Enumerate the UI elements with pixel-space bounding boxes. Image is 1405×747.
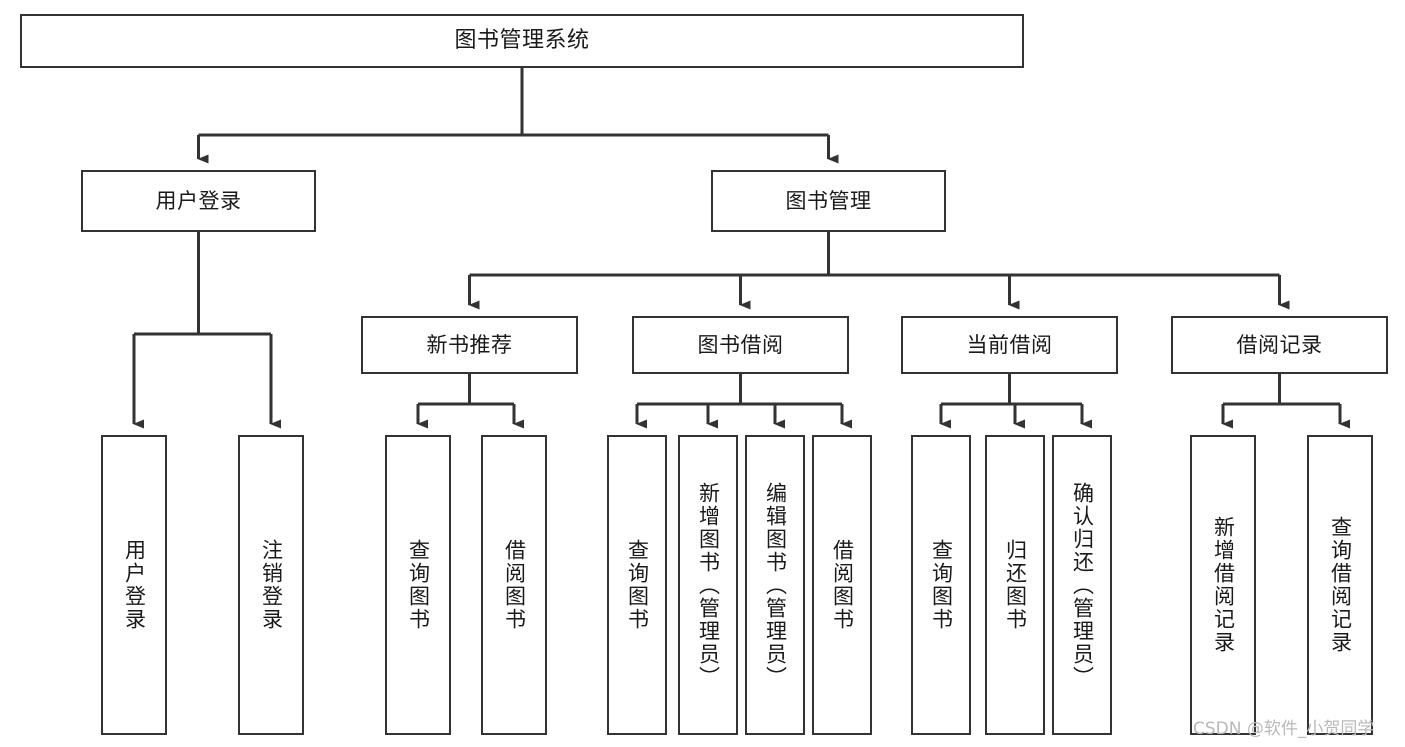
- node-label: 确认归还（管理员）: [1070, 481, 1095, 689]
- node-root[interactable]: 图书管理系统: [20, 14, 1024, 68]
- node-l_query2[interactable]: 查询图书: [607, 435, 667, 735]
- node-label: 图书管理: [785, 188, 872, 213]
- node-label: 新增图书（管理员）: [696, 481, 721, 689]
- node-borrow[interactable]: 图书借阅: [632, 316, 849, 374]
- node-l_return[interactable]: 归还图书: [985, 435, 1045, 735]
- node-l_logout[interactable]: 注销登录: [238, 435, 304, 735]
- node-label: 归还图书: [1003, 539, 1028, 631]
- node-label: 查询借阅记录: [1328, 516, 1353, 654]
- node-l_edit[interactable]: 编辑图书（管理员）: [745, 435, 805, 735]
- node-l_queryrec[interactable]: 查询借阅记录: [1307, 435, 1373, 735]
- node-label: 查询图书: [929, 539, 954, 631]
- node-current[interactable]: 当前借阅: [901, 316, 1118, 374]
- node-label: 编辑图书（管理员）: [763, 481, 788, 689]
- node-l_query3[interactable]: 查询图书: [911, 435, 971, 735]
- node-label: 借阅图书: [830, 539, 855, 631]
- node-records[interactable]: 借阅记录: [1171, 316, 1388, 374]
- node-label: 借阅图书: [502, 539, 527, 631]
- node-l_query1[interactable]: 查询图书: [385, 435, 451, 735]
- node-l_login[interactable]: 用户登录: [101, 435, 167, 735]
- node-label: 注销登录: [259, 539, 284, 631]
- node-label: 用户登录: [155, 188, 242, 213]
- node-l_borrow1[interactable]: 借阅图书: [481, 435, 547, 735]
- node-l_borrow2[interactable]: 借阅图书: [812, 435, 872, 735]
- node-label: 图书管理系统: [454, 27, 590, 53]
- node-bookmgmt[interactable]: 图书管理: [711, 170, 946, 232]
- node-label: 用户登录: [122, 539, 147, 631]
- node-label: 图书借阅: [697, 332, 784, 357]
- node-label: 新书推荐: [426, 332, 513, 357]
- node-l_confirm[interactable]: 确认归还（管理员）: [1052, 435, 1112, 735]
- node-l_add[interactable]: 新增图书（管理员）: [678, 435, 738, 735]
- node-newbook[interactable]: 新书推荐: [361, 316, 578, 374]
- node-label: 查询图书: [406, 539, 431, 631]
- node-login[interactable]: 用户登录: [81, 170, 316, 232]
- watermark: CSDN @软件_小贺同学: [1193, 719, 1375, 739]
- node-l_addrec[interactable]: 新增借阅记录: [1190, 435, 1256, 735]
- node-label: 借阅记录: [1236, 332, 1323, 357]
- node-label: 查询图书: [625, 539, 650, 631]
- node-label: 新增借阅记录: [1211, 516, 1236, 654]
- node-label: 当前借阅: [966, 332, 1053, 357]
- edge-group: [132, 68, 1350, 429]
